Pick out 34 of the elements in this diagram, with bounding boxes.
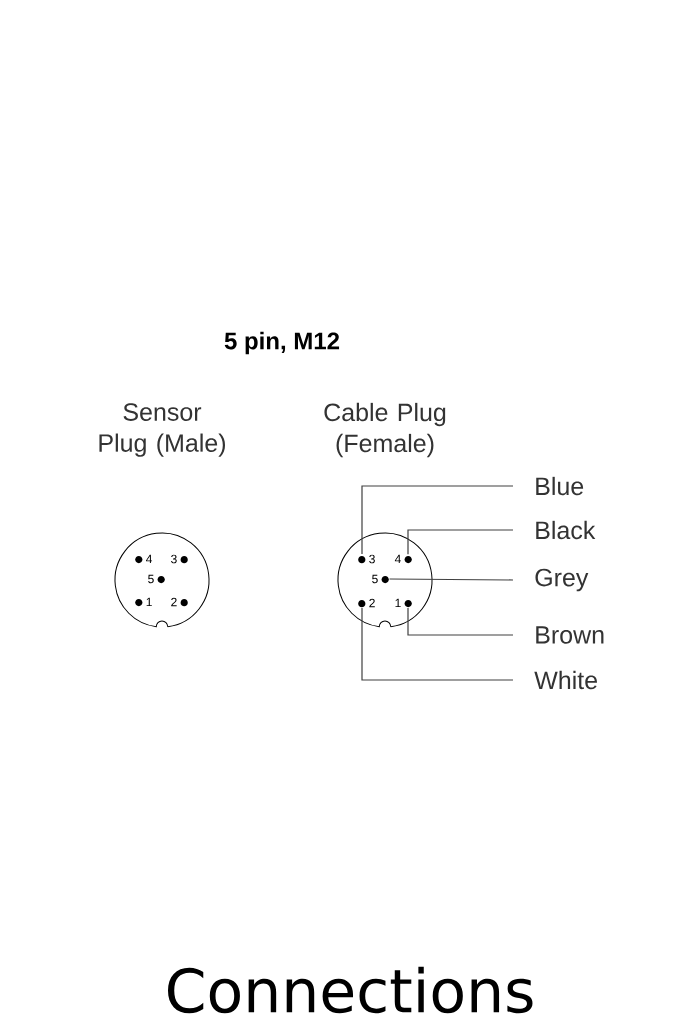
node-label: Sensor Plug (Male) [99,403,226,457]
node-label: 5 [372,574,378,584]
wire [407,529,514,555]
node-label: 4 [146,554,153,564]
wire [388,578,514,581]
wire-label: Grey [535,568,589,592]
node-label: 2 [171,597,177,607]
node-label: 3 [171,554,177,564]
title: 5 pin, M12 [224,331,340,355]
wire-label: Blue [536,476,584,496]
wire-label: White [534,670,597,690]
pin: 2 [358,598,375,608]
node-label: 1 [395,598,401,608]
pin: 3 [171,554,188,564]
pin: 5 [148,574,165,584]
wire [361,607,514,681]
wire [407,607,514,636]
pin: 1 [395,598,412,608]
node-label: 3 [369,554,375,564]
pin: 4 [135,554,153,564]
node-label: 1 [146,597,152,607]
wire-label: Brown [536,626,604,644]
pin: 4 [394,554,412,564]
pin: 5 [372,574,389,584]
pin: 2 [171,597,188,607]
pin: 1 [135,597,152,607]
node-label: 5 [148,574,154,584]
caption: Connections [168,966,533,1014]
pin: 3 [358,554,375,564]
node-label: 2 [369,598,375,608]
wire [361,485,514,555]
node-label: 4 [394,554,401,564]
node-label: Cable Plug (Female) [324,402,446,458]
wire-label: Black [536,520,596,540]
